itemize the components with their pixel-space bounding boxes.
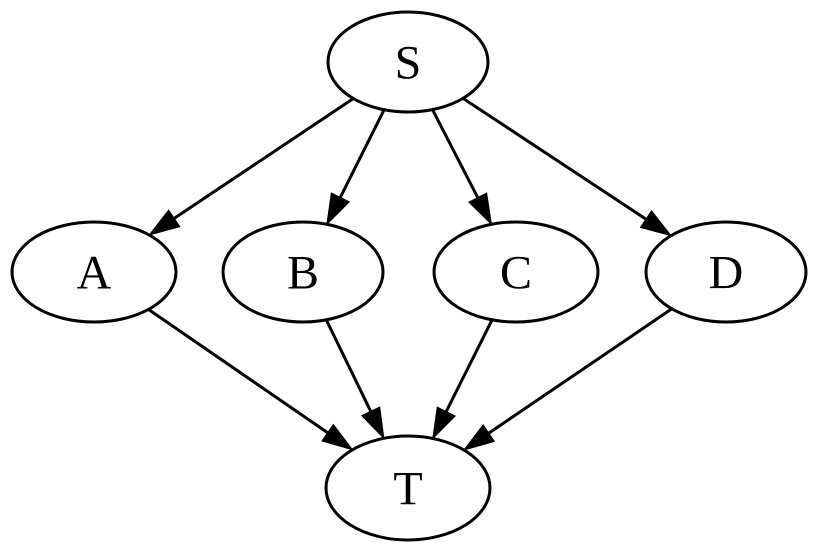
node-A: A: [10, 220, 178, 324]
edge-D-T: [462, 307, 673, 451]
node-S: S: [326, 10, 490, 114]
node-label: A: [77, 246, 112, 299]
edge-C-T: [432, 319, 494, 440]
node-T: T: [324, 434, 492, 542]
arrowhead-icon: [321, 423, 354, 451]
edge-line: [147, 308, 332, 437]
arrowhead-icon: [468, 192, 493, 226]
arrowhead-icon: [147, 209, 181, 236]
node-B: B: [221, 220, 385, 324]
edge-S-D: [462, 97, 673, 237]
edge-line: [462, 97, 651, 223]
edge-S-B: [326, 109, 386, 226]
node-label: D: [709, 246, 744, 299]
arrowhead-icon: [326, 192, 351, 226]
node-ellipse: [326, 10, 490, 114]
node-C: C: [432, 220, 600, 324]
node-label: B: [287, 246, 319, 299]
edge-A-T: [147, 308, 354, 451]
node-ellipse: [432, 220, 600, 324]
edge-line: [443, 319, 494, 416]
node-ellipse: [324, 434, 492, 542]
arrowhead-icon: [462, 424, 496, 451]
edge-B-T: [324, 319, 385, 440]
edge-line: [170, 97, 355, 222]
edge-line: [324, 319, 374, 416]
node-ellipse: [221, 220, 385, 324]
arrowhead-icon: [360, 406, 385, 440]
node-ellipse: [644, 220, 808, 324]
arrowhead-icon: [639, 209, 673, 237]
node-D: D: [644, 220, 808, 324]
edge-line: [431, 108, 481, 202]
node-label: C: [500, 246, 532, 299]
edge-S-C: [431, 108, 493, 226]
edge-line: [484, 307, 673, 437]
arrowhead-icon: [432, 406, 456, 440]
node-label: S: [395, 36, 422, 89]
node-ellipse: [10, 220, 178, 324]
edge-line: [337, 109, 386, 202]
node-label: T: [393, 462, 422, 515]
edge-S-A: [147, 97, 355, 236]
